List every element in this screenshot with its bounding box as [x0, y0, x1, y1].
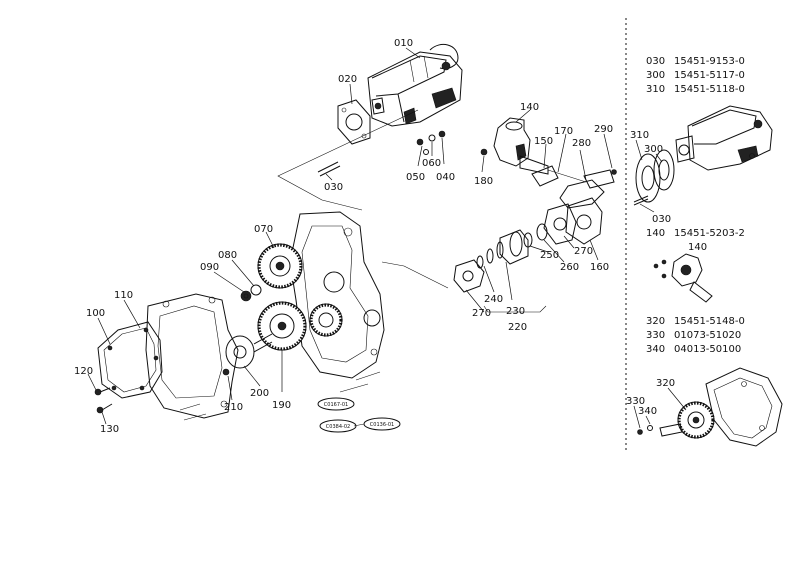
pn-ref-030: 030: [646, 56, 665, 67]
pn-number-140: 15451-5203-2: [674, 228, 745, 239]
callout-240: 240: [484, 294, 503, 305]
callout-140: 140: [520, 102, 539, 113]
ref-tag-3: C0136-01: [363, 417, 401, 431]
callout-070: 070: [254, 224, 273, 235]
callout-270-lower: 270: [472, 308, 491, 319]
callout-230: 230: [506, 306, 525, 317]
pn-number-310: 15451-5118-0: [674, 84, 745, 95]
pn-ref-340: 340: [646, 344, 665, 355]
callout-180: 180: [474, 176, 493, 187]
part-number-list-bottom: 320 15451-5148-0 330 01073-51020 340 040…: [646, 316, 745, 355]
callout-030: 030: [324, 182, 343, 193]
callout-160: 160: [590, 262, 609, 273]
leader-170: [547, 169, 587, 183]
svg-text:C0136-01: C0136-01: [370, 422, 394, 428]
inset-callout-330: 330: [626, 396, 645, 407]
inset-callout-320: 320: [656, 378, 675, 389]
svg-text:C0384-02: C0384-02: [326, 424, 350, 430]
callout-leaders: [87, 47, 613, 425]
callout-090: 090: [200, 262, 219, 273]
gasket-160: [565, 197, 603, 245]
part-number-list-mid: 140 15451-5203-2: [646, 228, 745, 239]
pump-shaft: [317, 161, 341, 177]
pn-ref-320: 320: [646, 316, 665, 327]
pn-ref-300: 300: [646, 70, 665, 81]
gasket-270b: [453, 259, 485, 293]
ref-tag-1: C0167-01: [317, 397, 355, 411]
idler-gear-rear: [309, 303, 343, 337]
callout-170: 170: [554, 126, 573, 137]
inset-callout-030: 030: [652, 214, 671, 225]
inset-callout-140: 140: [688, 242, 707, 253]
callout-150: 150: [534, 136, 553, 147]
part-number-list-top: 030 15451-9153-0 300 15451-5117-0 310 15…: [646, 56, 745, 95]
inset-callout-310: 310: [630, 130, 649, 141]
callout-250: 250: [540, 250, 559, 261]
inset-callout-300: 300: [644, 144, 663, 155]
front-cover: [97, 321, 163, 399]
nut-080: [240, 284, 262, 302]
gasket-270a: [543, 203, 577, 245]
callout-280: 280: [572, 138, 591, 149]
gear-190: [257, 301, 307, 351]
callout-060: 060: [422, 158, 441, 169]
pump-gasket: [337, 99, 371, 145]
pn-ref-310: 310: [646, 84, 665, 95]
pn-ref-140: 140: [646, 228, 665, 239]
bolt-210: [222, 368, 230, 376]
pn-number-330: 01073-51020: [674, 330, 741, 341]
ref-tag-link: [353, 423, 365, 427]
inset-callouts-bottom: 320 330 340: [626, 378, 687, 429]
ring-260: [536, 223, 548, 241]
callout-270-upper: 270: [574, 246, 593, 257]
pump-leader: [277, 109, 419, 211]
callout-210: 210: [224, 402, 243, 413]
feed-pump: [493, 117, 549, 175]
pn-number-340: 04013-50100: [674, 344, 741, 355]
callout-120: 120: [74, 366, 93, 377]
callout-200: 200: [250, 388, 269, 399]
gasket-150: [531, 165, 559, 187]
pn-number-320: 15451-5148-0: [674, 316, 745, 327]
callout-260: 260: [560, 262, 579, 273]
callout-010: 010: [394, 38, 413, 49]
callout-040: 040: [436, 172, 455, 183]
callout-190: 190: [272, 400, 291, 411]
inset-callout-340: 340: [638, 406, 657, 417]
cover-bolts: [94, 387, 113, 414]
inset-feed-pump: 140: [653, 242, 713, 303]
bolt-180: [480, 148, 488, 156]
pn-number-030: 15451-9153-0: [674, 56, 745, 67]
gear-case: [145, 293, 239, 421]
callout-100: 100: [86, 308, 105, 319]
pn-number-300: 15451-5117-0: [674, 70, 745, 81]
callout-110: 110: [114, 290, 133, 301]
callout-080: 080: [218, 250, 237, 261]
gear-070: [257, 243, 303, 289]
drive-leader: [381, 261, 449, 289]
callout-290: 290: [594, 124, 613, 135]
pn-ref-330: 330: [646, 330, 665, 341]
hub-200: [225, 333, 273, 369]
injection-pump: [367, 43, 463, 127]
callout-020: 020: [338, 74, 357, 85]
callout-130: 130: [100, 424, 119, 435]
callout-050: 050: [406, 172, 425, 183]
callouts: 010 020 030 040 050 060 070 080 090 100 …: [74, 38, 613, 435]
callout-220: 220: [508, 322, 527, 333]
inset-gaskets: [633, 149, 675, 206]
drive-assembly-220: [476, 229, 529, 269]
inset-gear-drawing: [637, 367, 783, 447]
cover-280: [559, 169, 617, 209]
svg-text:C0167-01: C0167-01: [324, 402, 348, 408]
inset-callouts-top: 310 300 030: [630, 130, 671, 225]
pump-nuts: [416, 130, 446, 155]
inset-pump: [675, 105, 773, 171]
bracket-220: [483, 305, 547, 313]
timing-case: [289, 211, 385, 393]
ref-tag-2: C0384-02: [319, 419, 357, 433]
